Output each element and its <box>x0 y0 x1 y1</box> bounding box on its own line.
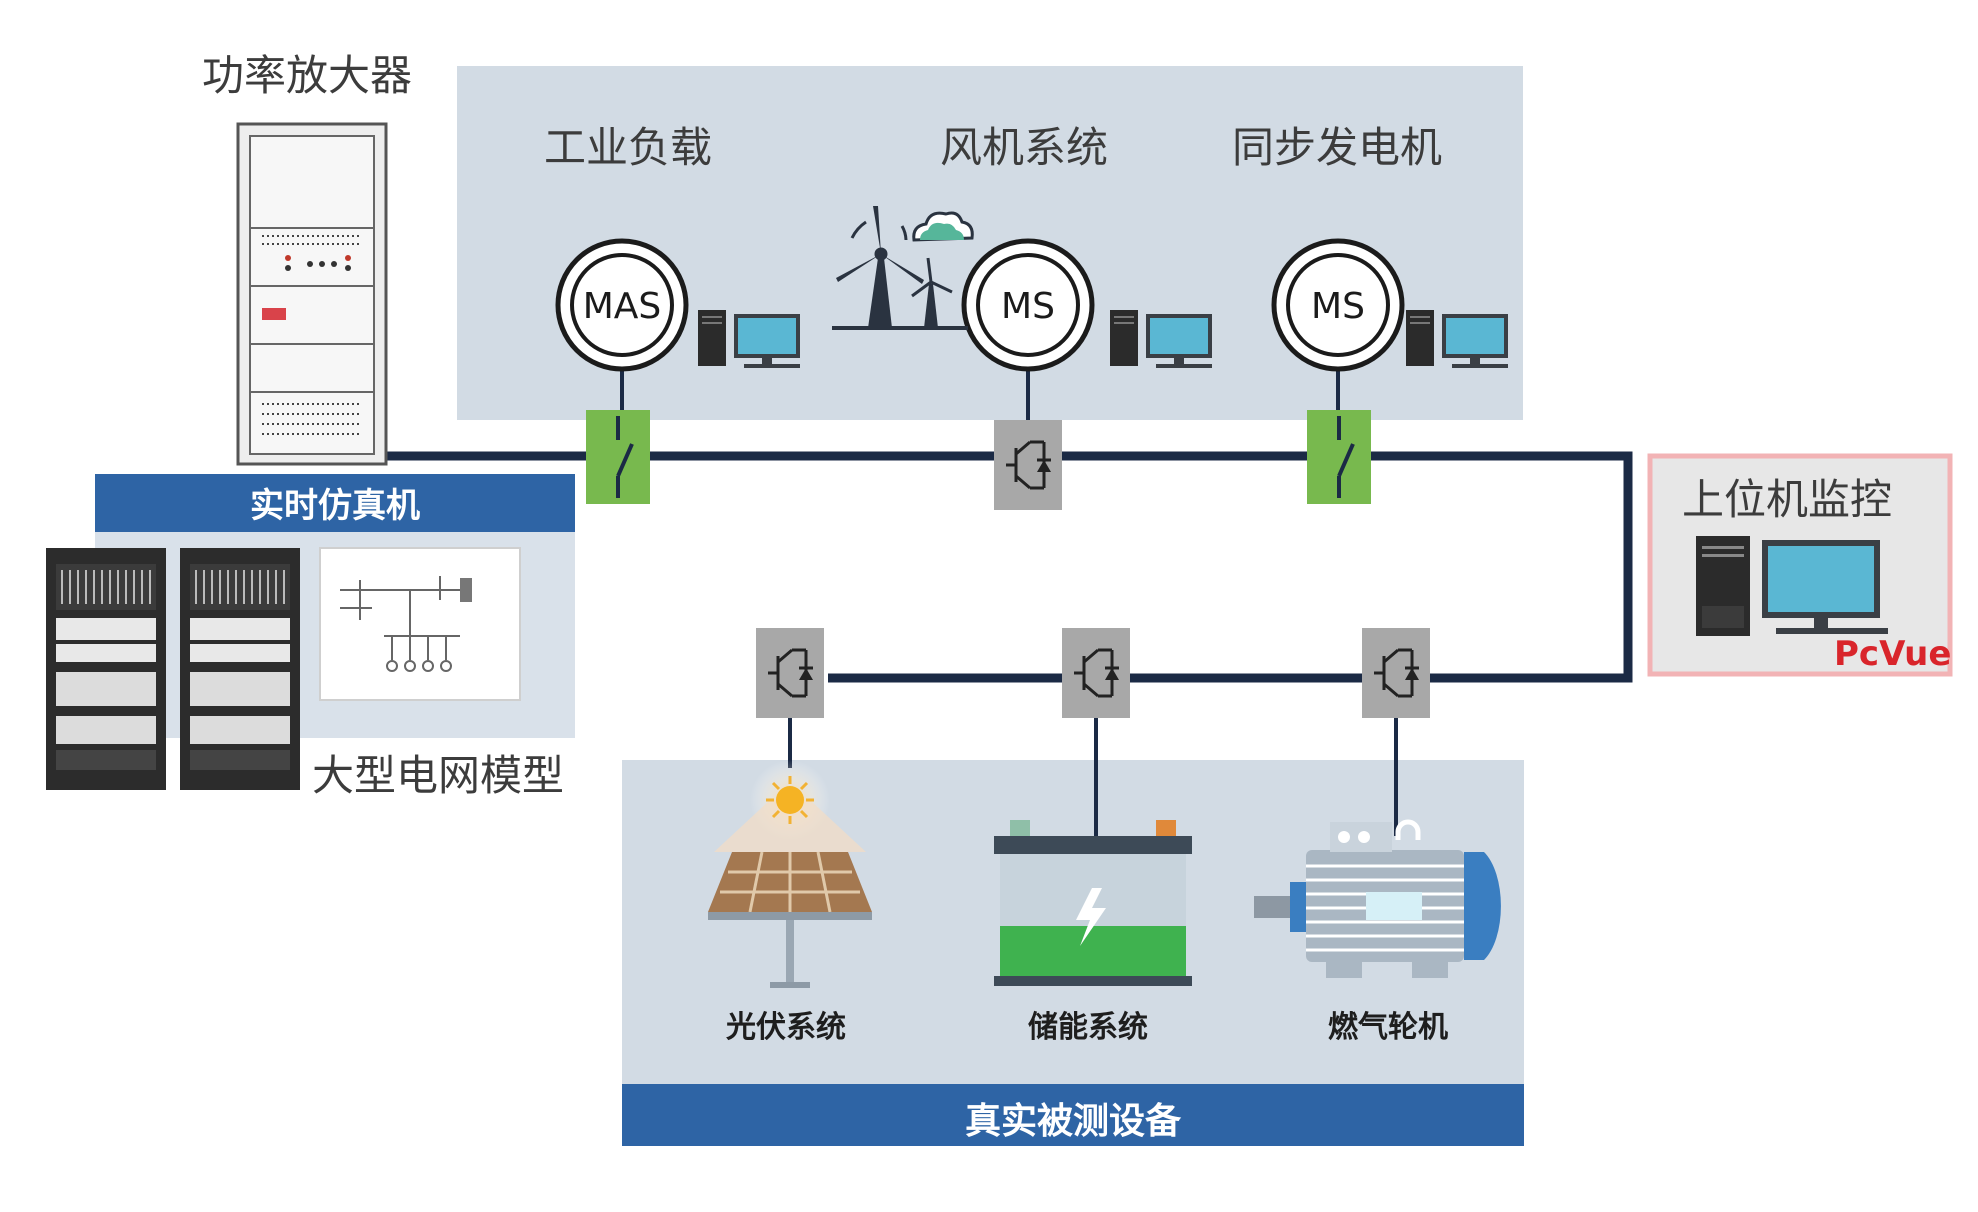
storage-system-label: 储能系统 <box>1028 1010 1148 1045</box>
computer-icon <box>698 310 800 368</box>
machine-type-label: MAS <box>583 286 662 327</box>
computer-icon <box>1406 310 1508 368</box>
industrial-load-label: 工业负载 <box>544 123 713 172</box>
converter-wind <box>994 420 1062 510</box>
monitoring-computer-icon <box>1696 536 1888 636</box>
monitor-label: 上位机监控 <box>1682 475 1893 524</box>
switch-industrial <box>586 410 650 504</box>
machine-type-label: MS <box>1311 286 1365 327</box>
sync-generator-label: 同步发电机 <box>1232 123 1443 172</box>
solar-panel-icon <box>708 760 872 988</box>
machine-circle-wind: MS <box>961 238 1095 372</box>
machine-circle-industrial: MAS <box>555 238 689 372</box>
machine-type-label: MS <box>1001 286 1055 327</box>
switch-generator <box>1307 410 1371 504</box>
drop-lines <box>620 368 1398 836</box>
simulator-rack <box>180 548 300 790</box>
power-amplifier-cabinet <box>236 122 388 466</box>
battery-icon <box>994 820 1192 986</box>
wind-system-label: 风机系统 <box>940 123 1109 172</box>
wind-turbine-icon <box>832 206 968 330</box>
machine-circle-generator: MS <box>1271 238 1405 372</box>
gas-turbine-label: 燃气轮机 <box>1328 1010 1448 1045</box>
grid-model-label: 大型电网模型 <box>312 751 565 800</box>
pv-system-label: 光伏系统 <box>726 1010 846 1045</box>
pcvue-brand: PcVue <box>1834 634 1952 674</box>
grid-model-schematic <box>319 547 521 701</box>
converter-pv <box>756 628 824 718</box>
computer-icon <box>1110 310 1212 368</box>
cloud-icon <box>912 211 974 242</box>
simulator-banner: 实时仿真机 <box>250 486 420 526</box>
electric-motor-icon <box>1254 819 1501 978</box>
bottom-banner: 真实被测设备 <box>964 1101 1181 1142</box>
converter-storage <box>1062 628 1130 718</box>
converter-turbine <box>1362 628 1430 718</box>
bottom-banner-bar <box>622 1084 1524 1146</box>
simulator-rack <box>46 548 166 790</box>
power-amplifier-label: 功率放大器 <box>202 51 413 100</box>
simulator-banner-bar <box>95 474 575 532</box>
